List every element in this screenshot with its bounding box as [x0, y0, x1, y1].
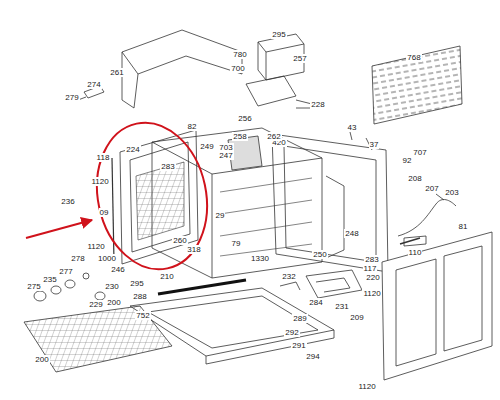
callout-number: 295: [129, 279, 144, 288]
callout-number: 707: [412, 148, 427, 157]
rear-frame: [272, 134, 388, 272]
callout-number: 289: [292, 314, 307, 323]
callout-number: 207: [424, 184, 439, 193]
outer-door: [382, 232, 492, 380]
callout-number: 09: [99, 208, 110, 217]
callout-number: 203: [444, 188, 459, 197]
highlight-ellipse: [84, 112, 220, 279]
pointer-arrow: [26, 220, 92, 238]
callout-number: 247: [218, 151, 233, 160]
callout-number: 230: [104, 282, 119, 291]
callout-number: 236: [60, 197, 75, 206]
callout-number: 208: [407, 174, 422, 183]
callout-number: 256: [237, 114, 252, 123]
callout-number: 768: [406, 53, 421, 62]
callout-number: 248: [344, 229, 359, 238]
callout-number: 224: [125, 145, 140, 154]
callout-number: 780: [232, 50, 247, 59]
bake-element: [306, 270, 362, 298]
top-cover: [122, 30, 242, 108]
callout-number: 258: [232, 132, 247, 141]
callout-number: 1120: [357, 382, 376, 391]
callout-number: 118: [96, 153, 111, 162]
callout-number: 277: [58, 267, 73, 276]
oven-rack: [24, 306, 172, 372]
callout-number: 283: [364, 255, 379, 264]
callout-number: 246: [110, 265, 125, 274]
back-panel: [372, 46, 462, 124]
callout-number: 294: [305, 352, 320, 361]
callout-number: 291: [291, 341, 306, 350]
callout-number: 82: [187, 122, 198, 131]
callout-number: 1120: [90, 177, 109, 186]
callout-number: 318: [186, 245, 201, 254]
callout-number: 279: [64, 93, 79, 102]
callout-number: 228: [310, 100, 325, 109]
callout-number: 117: [363, 264, 378, 273]
callout-number: 200: [34, 355, 49, 364]
callout-number: 92: [402, 156, 413, 165]
callout-number: 295: [271, 30, 286, 39]
power-cord: [398, 194, 456, 236]
callout-number: 700: [230, 64, 245, 73]
callout-number: 232: [281, 272, 296, 281]
callout-number: 200: [106, 298, 121, 307]
callout-number: 284: [308, 298, 323, 307]
callout-number: 43: [347, 123, 358, 132]
callout-number: 1330: [250, 254, 270, 263]
callout-number: 1120: [86, 242, 105, 251]
callout-number: 220: [365, 273, 380, 282]
callout-number: 210: [159, 272, 174, 281]
callout-number: 110: [408, 248, 423, 257]
callout-number: 209: [349, 313, 364, 322]
callout-number: 752: [135, 311, 150, 320]
callout-number: 283: [160, 162, 175, 171]
callout-number: 250: [312, 250, 327, 259]
callout-number: 235: [42, 275, 57, 284]
callout-number: 37: [369, 140, 380, 149]
callout-number: 231: [334, 302, 349, 311]
callout-number: 79: [231, 239, 242, 248]
callout-number: 249: [199, 142, 214, 151]
knobs: [34, 273, 105, 301]
callout-number: 274: [86, 80, 101, 89]
callout-number: 275: [26, 282, 41, 291]
callout-number: 1000: [97, 254, 117, 263]
callout-number: 260: [172, 236, 187, 245]
callout-number: 262: [266, 132, 281, 141]
callout-number: 1120: [362, 289, 381, 298]
callout-number: 229: [88, 300, 103, 309]
callout-number: 29: [215, 211, 226, 220]
callout-number: 292: [284, 328, 299, 337]
callout-number: 257: [292, 54, 307, 63]
callout-number: 278: [70, 254, 85, 263]
callout-number: 81: [458, 222, 469, 231]
callout-number: 288: [132, 292, 147, 301]
vent-plate: [246, 76, 296, 106]
callout-number: 261: [109, 68, 124, 77]
